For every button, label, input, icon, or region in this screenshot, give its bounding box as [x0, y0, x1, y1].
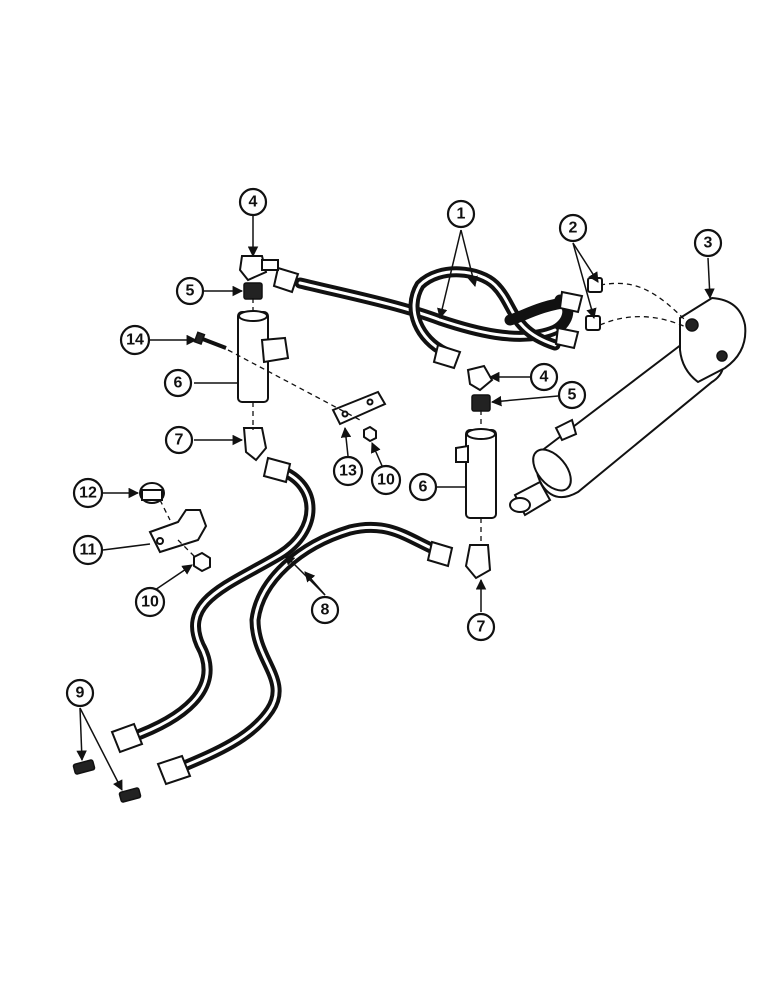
svg-text:5: 5 — [186, 283, 195, 300]
assembly-line — [227, 349, 361, 421]
assembly-line — [599, 316, 689, 329]
hose-fitting — [426, 540, 454, 568]
svg-text:11: 11 — [80, 542, 97, 559]
svg-text:8: 8 — [321, 602, 330, 619]
hose-fitting — [262, 456, 292, 484]
hose-fitting — [558, 290, 584, 314]
svg-text:9: 9 — [76, 685, 85, 702]
svg-text:6: 6 — [174, 375, 183, 392]
callout-8: 8 — [310, 595, 340, 625]
assembly-line — [159, 499, 171, 521]
leader-line — [154, 564, 193, 591]
elbow-fitting — [238, 255, 279, 282]
assembly-line — [599, 282, 686, 321]
callout-5-upper: 5 — [175, 276, 205, 306]
nut — [193, 551, 211, 573]
valve-block — [455, 428, 497, 519]
callout-14: 14 — [119, 324, 151, 356]
lower-hose-pair — [124, 464, 446, 776]
leader-line — [572, 242, 597, 320]
leader-line — [340, 426, 352, 457]
connector-fitting — [585, 315, 601, 331]
svg-text:1: 1 — [457, 206, 466, 223]
svg-text:4: 4 — [249, 194, 258, 211]
assembly-line — [177, 539, 197, 559]
svg-text:10: 10 — [377, 472, 395, 489]
plug — [72, 759, 96, 775]
hose-fitting — [110, 722, 144, 754]
leader-line — [371, 442, 384, 469]
svg-text:12: 12 — [79, 485, 97, 502]
svg-text:5: 5 — [568, 387, 577, 404]
nut — [363, 425, 377, 443]
svg-text:7: 7 — [477, 619, 486, 636]
clamp-cushion — [139, 482, 165, 504]
callout-4-lower: 4 — [529, 362, 559, 392]
callout-1: 1 — [446, 199, 476, 229]
svg-text:2: 2 — [569, 220, 578, 237]
svg-text:10: 10 — [141, 594, 159, 611]
callout-13: 13 — [332, 455, 364, 487]
adapter-fitting — [243, 282, 263, 300]
leader-line — [572, 242, 599, 283]
callout-3: 3 — [693, 228, 723, 258]
callout-4-upper: 4 — [238, 187, 268, 217]
svg-text:3: 3 — [704, 235, 713, 252]
hose-fitting — [272, 266, 300, 294]
callout-9: 9 — [65, 678, 95, 708]
svg-text:14: 14 — [126, 332, 144, 349]
leader-line — [76, 707, 87, 762]
callout-5-lower: 5 — [557, 380, 587, 410]
callout-10-left: 10 — [134, 586, 166, 618]
valve-block — [237, 310, 290, 403]
leader-line — [79, 707, 123, 791]
upper-hose-pair — [294, 266, 576, 358]
hose-fitting — [432, 343, 462, 370]
connector-fitting — [587, 277, 603, 293]
elbow-fitting — [464, 544, 492, 580]
leader-line — [304, 571, 326, 596]
elbow-fitting — [242, 427, 268, 462]
leader-line — [704, 257, 715, 300]
callout-2: 2 — [558, 213, 588, 243]
hose-fitting — [554, 326, 580, 350]
hose-fitting — [156, 754, 192, 786]
leader-line — [437, 229, 462, 320]
adapter-fitting — [471, 394, 491, 412]
callout-6-right: 6 — [408, 472, 438, 502]
elbow-fitting — [466, 364, 494, 392]
callout-12: 12 — [72, 477, 104, 509]
svg-text:4: 4 — [540, 369, 549, 386]
bracket-plate — [331, 390, 387, 426]
svg-text:13: 13 — [339, 463, 357, 480]
hydraulic-cylinder — [509, 296, 747, 517]
callout-10-right: 10 — [370, 464, 402, 496]
bolt — [193, 331, 227, 350]
leader-line — [460, 229, 478, 288]
svg-text:6: 6 — [419, 479, 428, 496]
clamp-bracket — [148, 509, 208, 554]
callout-6-left: 6 — [163, 368, 193, 398]
svg-text:7: 7 — [175, 432, 184, 449]
callout-7-left: 7 — [164, 425, 194, 455]
plug — [118, 787, 142, 803]
leader-line — [102, 543, 151, 551]
callout-7-right: 7 — [466, 612, 496, 642]
leader-line — [490, 395, 559, 407]
callout-11: 11 — [72, 534, 104, 566]
